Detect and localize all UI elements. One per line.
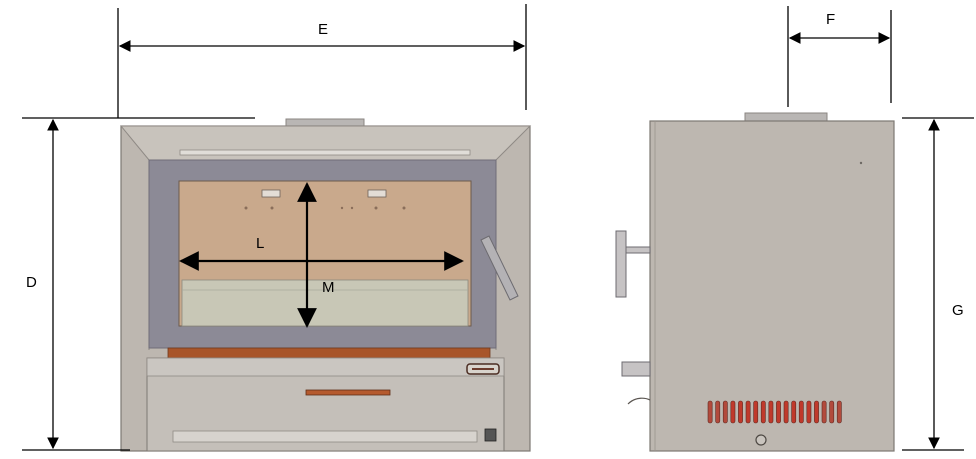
front-top-slot — [179, 149, 471, 156]
vent-slot — [760, 400, 766, 424]
dimension-label-d: D — [26, 274, 37, 291]
baffle-hook-left — [261, 189, 281, 198]
vent-slot — [730, 400, 736, 424]
vent-slot — [776, 400, 781, 424]
dimension-label-f: F — [826, 11, 836, 28]
vent-slot — [829, 400, 835, 424]
air-control-slider — [305, 389, 391, 396]
dimension-label-m: M — [322, 279, 335, 296]
door-handle — [480, 235, 519, 301]
vent-slot — [738, 400, 743, 424]
vent-slot — [806, 400, 812, 424]
side-air-control — [621, 361, 651, 377]
side-view — [615, 112, 895, 452]
bottom-knob — [484, 428, 497, 442]
vent-slot — [791, 400, 797, 424]
side-flue-collar — [744, 112, 828, 122]
vent-slot — [783, 400, 789, 424]
vent-slot — [836, 400, 842, 424]
side-door-handle-arm — [625, 246, 651, 254]
dimension-label-g: G — [952, 302, 964, 319]
log-retainer — [181, 279, 469, 327]
baffle-hook-right — [367, 189, 387, 198]
vent-slot — [707, 400, 713, 424]
vent-slot — [745, 400, 751, 424]
side-stove-body — [649, 120, 895, 452]
side-wire — [627, 397, 651, 405]
dimension-label-l: L — [256, 235, 265, 252]
copper-strip — [167, 347, 491, 359]
vent-slot — [753, 400, 759, 424]
firebox-dots — [244, 206, 406, 210]
side-round-hole — [755, 434, 767, 446]
vent-slot — [814, 400, 819, 424]
side-body-mark — [859, 161, 863, 165]
vent-slot — [722, 400, 728, 424]
ash-drawer-top-band — [146, 357, 505, 377]
vent-slot — [768, 400, 774, 424]
dimension-label-e: E — [318, 21, 329, 38]
side-dimension-lines — [787, 6, 974, 451]
vent-slot — [821, 400, 827, 424]
side-vent-grille — [707, 400, 842, 424]
side-door-handle-grip — [615, 230, 627, 298]
bottom-air-slot — [172, 430, 478, 443]
vent-slot — [715, 400, 721, 424]
vent-slot — [798, 400, 804, 424]
front-dimension-lines — [22, 4, 527, 451]
